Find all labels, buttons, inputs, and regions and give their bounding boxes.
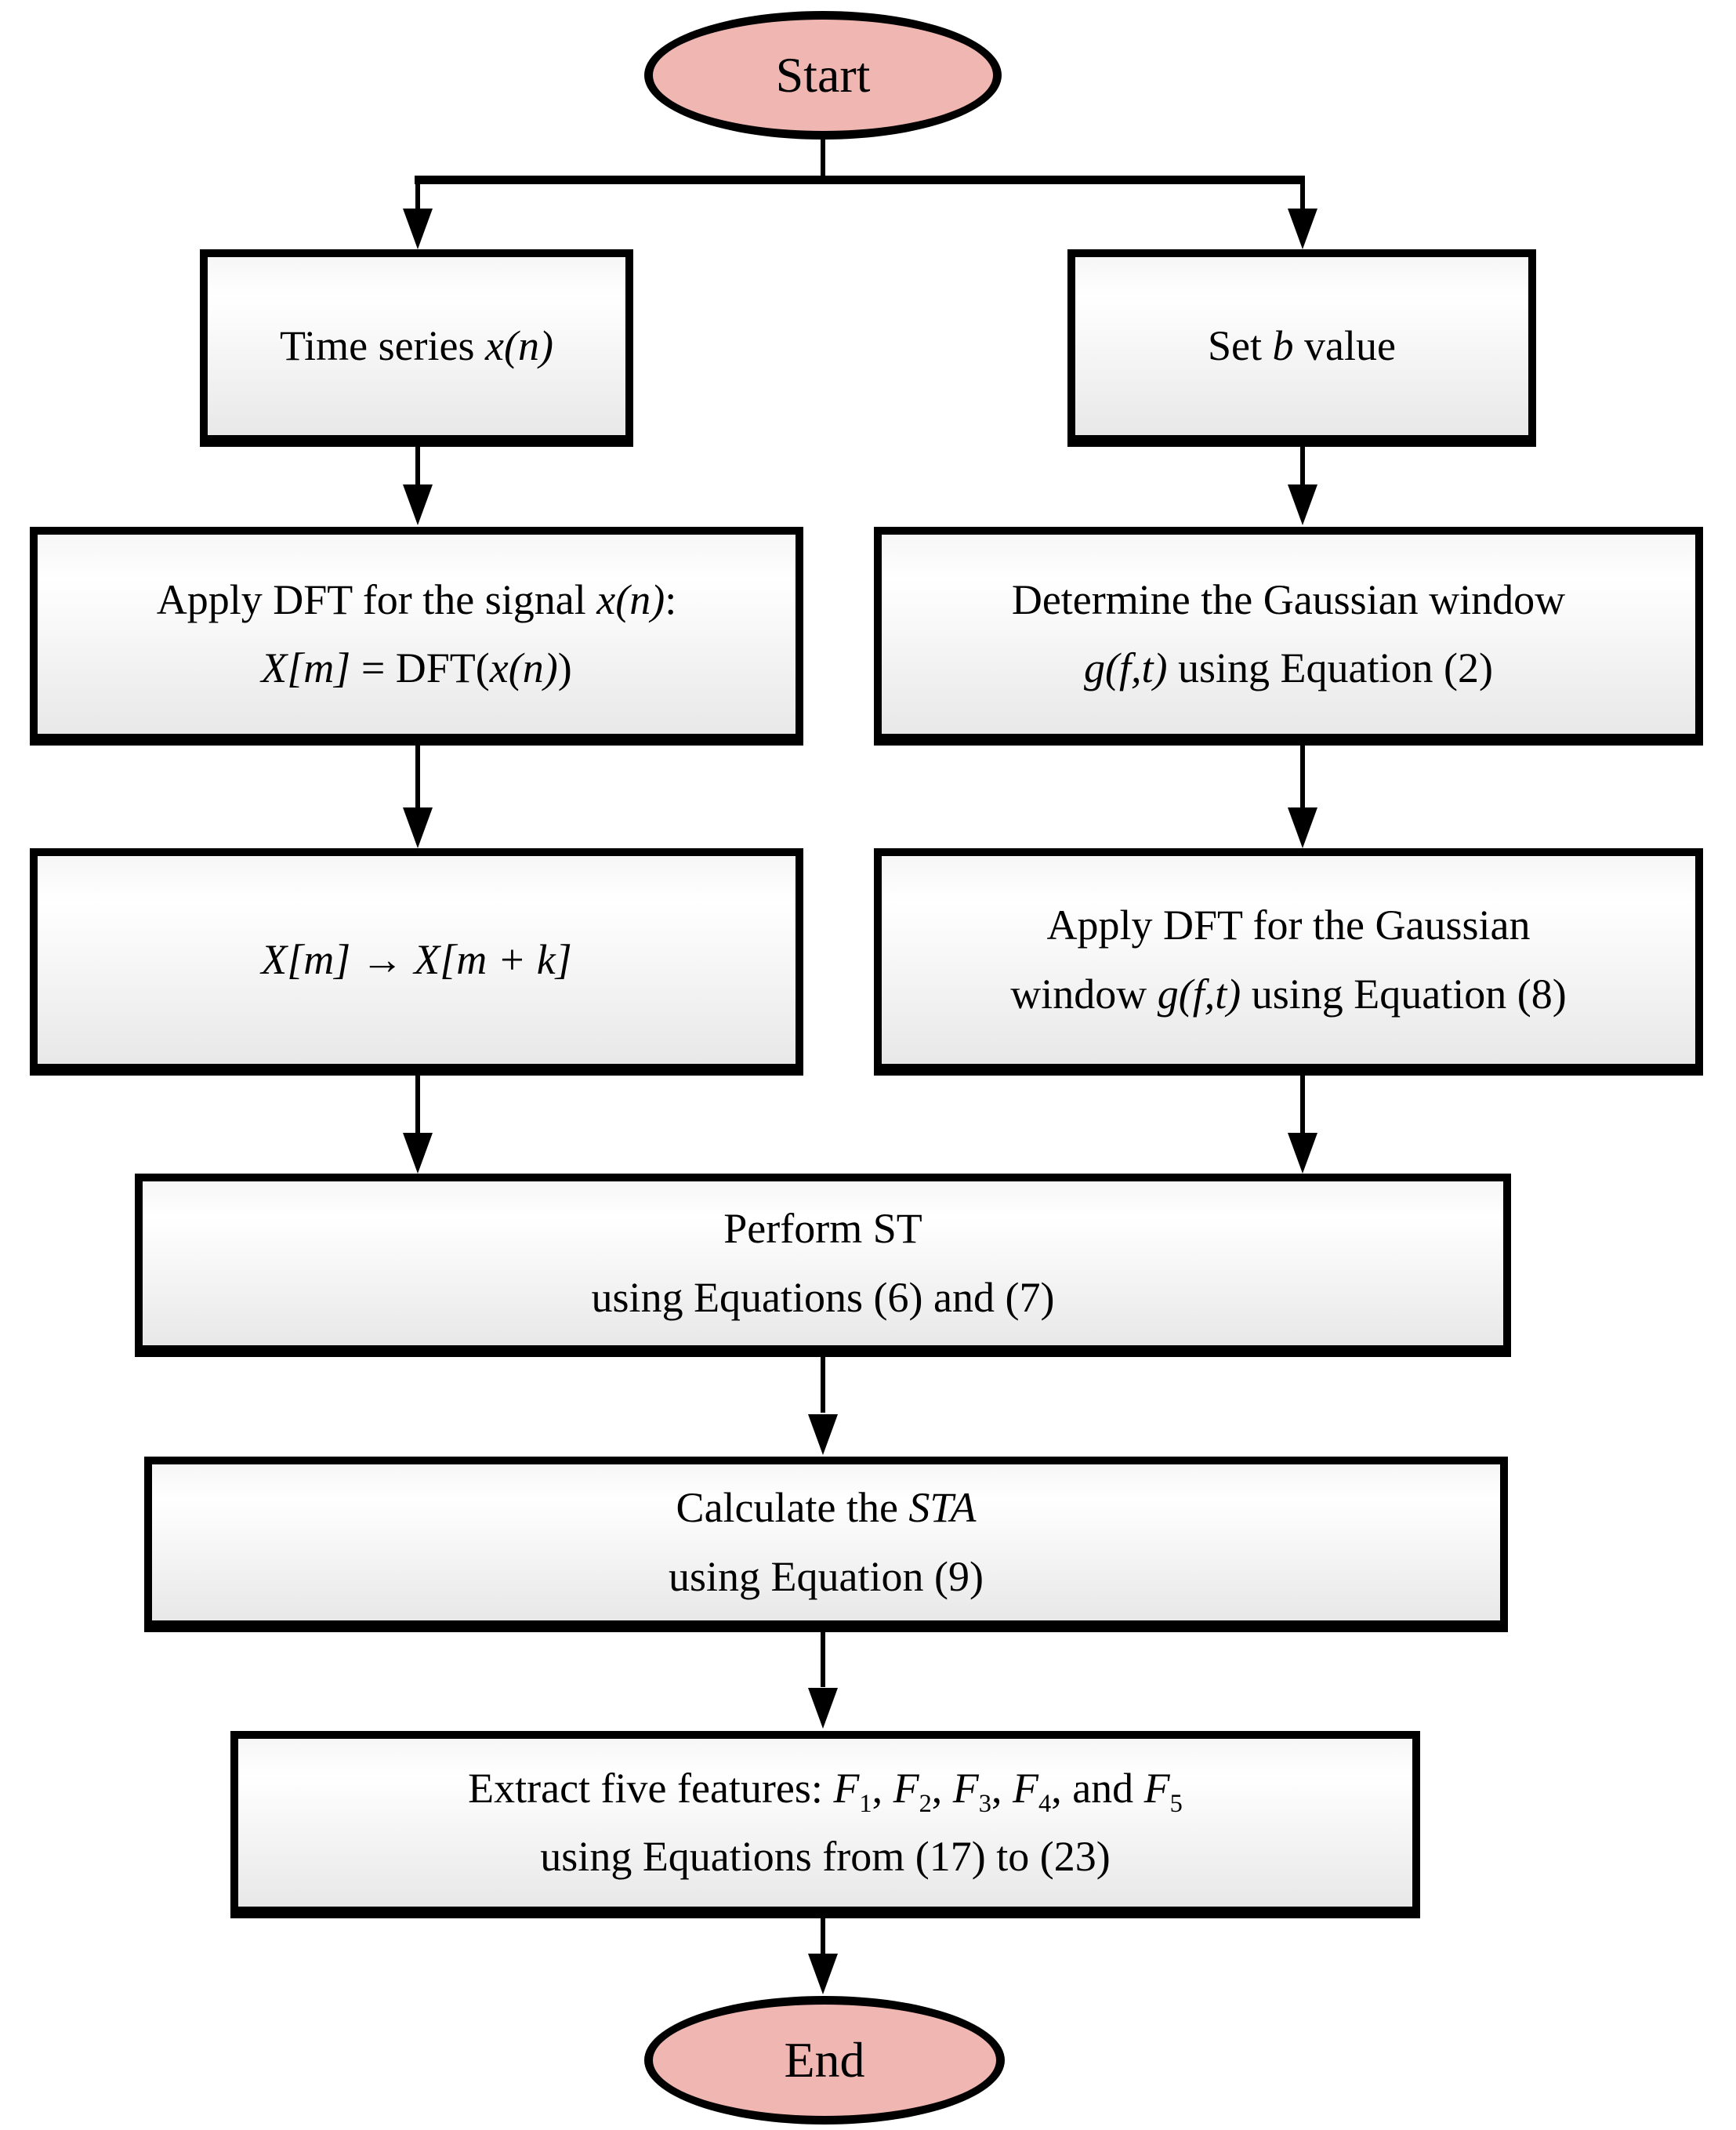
arrow-down-into-set-b-value: [1288, 209, 1317, 249]
arrow-down-into-perform-st-right: [1288, 1133, 1317, 1174]
arrow-down-into-end: [808, 1954, 838, 1994]
connector-branch-right: [1300, 180, 1305, 213]
arrow-down-into-apply-dft-signal: [403, 484, 433, 525]
connector-perform-st-to-sta: [821, 1357, 825, 1413]
arrow-down-into-extract-features: [808, 1688, 838, 1729]
connector-shift-to-perform-st: [415, 1076, 420, 1133]
arrow-down-into-calculate-sta: [808, 1414, 838, 1455]
arrow-down-into-shift-spectrum: [403, 807, 433, 848]
arrow-down-into-perform-st-left: [403, 1133, 433, 1174]
connector-gaussian-to-dft-gaussian: [1300, 746, 1305, 807]
extract-features-text: Extract five features: F1, F2, F3, F4, a…: [468, 1764, 1183, 1880]
flow-node-start: Start: [644, 11, 1002, 140]
connector-features-to-end: [821, 1918, 825, 1954]
start-label: Start: [775, 47, 871, 103]
end-label: End: [784, 2032, 865, 2088]
arrow-down-into-apply-dft-gaussian: [1288, 807, 1317, 848]
connector-sta-to-features: [821, 1632, 825, 1687]
apply-dft-signal-text: Apply DFT for the signal x(n):X[m] = DFT…: [156, 575, 677, 691]
flow-node-time-series: Time series x(n): [200, 249, 633, 447]
connector-branch-horizontal: [415, 176, 1305, 184]
connector-set-b-to-gaussian: [1300, 447, 1305, 486]
set-b-value-text: Set b value: [1208, 321, 1396, 369]
arrow-down-into-gaussian-window: [1288, 484, 1317, 525]
flow-node-set-b-value: Set b value: [1067, 249, 1536, 447]
flow-node-end: End: [644, 1996, 1005, 2125]
connector-dft-gaussian-to-perform-st: [1300, 1076, 1305, 1133]
time-series-text: Time series x(n): [280, 321, 553, 369]
connector-start-trunk: [821, 138, 825, 180]
connector-branch-left: [415, 180, 420, 213]
flow-node-shift-spectrum: X[m] → X[m + k]: [30, 848, 803, 1076]
connector-dft-to-shift: [415, 746, 420, 807]
shift-spectrum-text: X[m] → X[m + k]: [261, 935, 572, 983]
connector-time-series-to-dft: [415, 447, 420, 486]
flow-node-apply-dft-signal: Apply DFT for the signal x(n):X[m] = DFT…: [30, 527, 803, 746]
arrow-down-into-time-series: [403, 209, 433, 249]
flow-node-extract-features: Extract five features: F1, F2, F3, F4, a…: [230, 1731, 1420, 1918]
